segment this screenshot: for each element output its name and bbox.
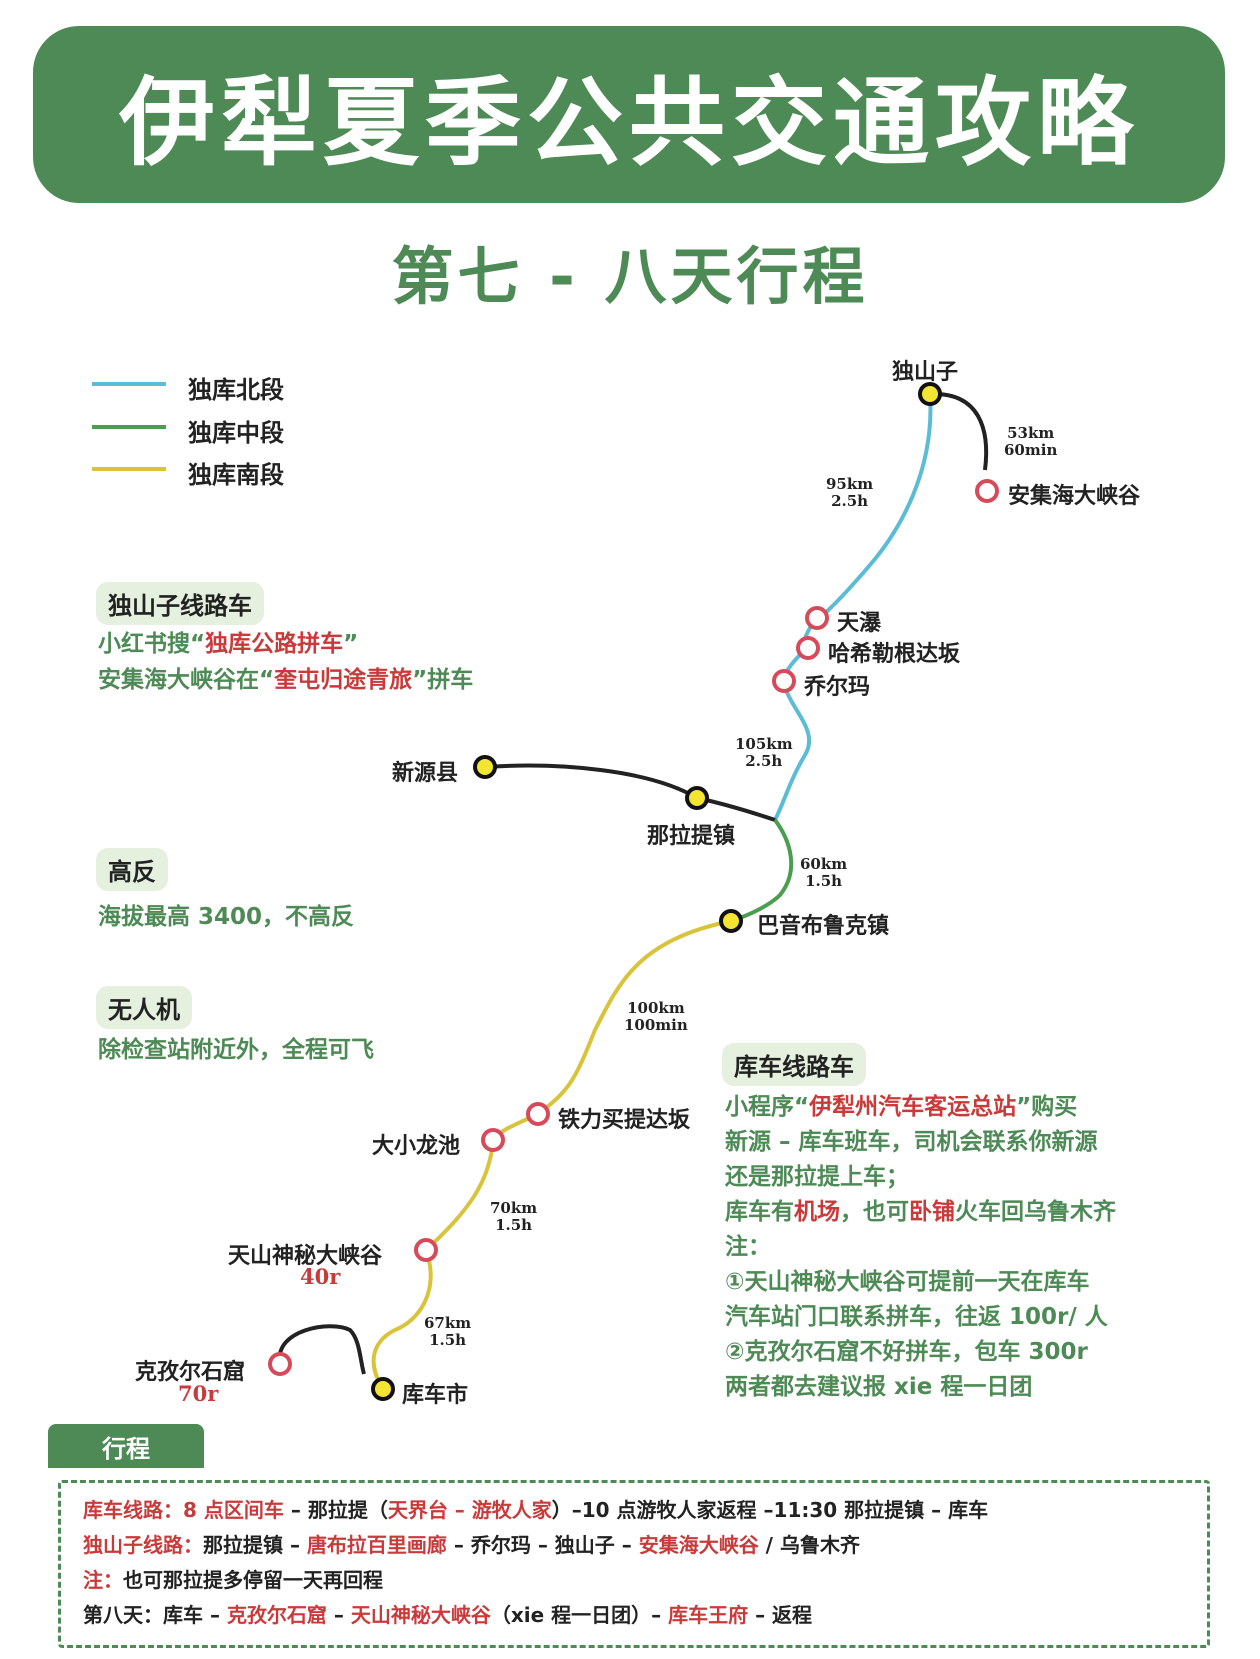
station-label-tianshan: 天山神秘大峡谷 — [228, 1244, 383, 1269]
station-label-tielimaiti: 铁力买提达坂 — [558, 1108, 691, 1133]
station-dot-xinyuan — [473, 755, 497, 779]
station-label-qiaoerma: 乔尔玛 — [804, 675, 871, 700]
itinerary-tab: 行程 — [48, 1424, 204, 1468]
station-label-anjihai: 安集海大峡谷 — [1008, 484, 1141, 509]
station-dot-qiaoerma — [772, 669, 796, 693]
note-drone: 除检查站附近外，全程可飞 — [98, 1037, 374, 1063]
kuche-line-2: 新源 – 库车班车，司机会联系你新源 — [725, 1129, 1098, 1155]
legend-label-south: 独库南段 — [188, 461, 284, 489]
kuche-line-4: 库车有机场，也可卧铺火车回乌鲁木齐 — [725, 1199, 1116, 1225]
price-tianshan: 40r — [300, 1264, 341, 1289]
station-dot-kuche — [371, 1377, 395, 1401]
station-label-kezier: 克孜尔石窟 — [135, 1360, 246, 1385]
station-dot-dushanzi — [918, 382, 942, 406]
itinerary-box: 库车线路：8 点区间车 – 那拉提（天界台 – 游牧人家）–10 点游牧人家返程… — [58, 1480, 1210, 1648]
station-dot-bayinbuluke — [719, 909, 743, 933]
station-dot-tianshan — [414, 1238, 438, 1262]
note-dushanzi-2: 安集海大峡谷在“奎屯归途青旅”拼车 — [98, 667, 474, 693]
title-banner: 伊犁夏季公共交通攻略 — [33, 26, 1225, 203]
station-dot-tianpu — [805, 606, 829, 630]
kuche-line-9: 两者都去建议报 xie 程一日团 — [725, 1374, 1033, 1400]
kuche-line-7: 汽车站门口联系拼车，往返 100r/ 人 — [725, 1304, 1108, 1330]
station-dot-haxi — [796, 636, 820, 660]
station-dot-anjihai — [975, 479, 999, 503]
station-label-daxiaolongchi: 大小龙池 — [372, 1134, 461, 1159]
note-altitude: 海拔最高 3400，不高反 — [98, 904, 355, 930]
kuche-line-8: ②克孜尔石窟不好拼车，包车 300r — [725, 1339, 1088, 1365]
page-subtitle: 第七 - 八天行程 — [391, 240, 869, 313]
itinerary-row-1: 库车线路：8 点区间车 – 那拉提（天界台 – 游牧人家）–10 点游牧人家返程… — [83, 1498, 989, 1522]
itinerary-row-3: 注：也可那拉提多停留一天再回程 — [83, 1568, 383, 1592]
itinerary-row-4: 第八天：库车 – 克孜尔石窟 – 天山神秘大峡谷（xie 程一日团）– 库车王府… — [83, 1603, 813, 1627]
price-kezier: 70r — [178, 1381, 219, 1406]
kuche-line-1: 小程序“伊犁州汽车客运总站”购买 — [725, 1094, 1078, 1120]
station-label-dushanzi: 独山子 — [892, 360, 959, 385]
legend-label-north: 独库北段 — [188, 376, 284, 404]
kuche-line-3: 还是那拉提上车； — [725, 1164, 909, 1190]
route-kezier-branch — [277, 1324, 366, 1375]
tag-dushanzi-line: 独山子线路车 — [96, 582, 264, 625]
station-label-kuche: 库车市 — [402, 1383, 469, 1408]
station-label-haxi: 哈希勒根达坂 — [828, 642, 961, 667]
itinerary-row-2: 独山子线路：那拉提镇 – 唐布拉百里画廊 – 乔尔玛 – 独山子 – 安集海大峡… — [83, 1533, 860, 1557]
route-middle-segment — [730, 818, 794, 923]
station-dot-kezier — [268, 1352, 292, 1376]
route-xinyuan-nalati — [484, 763, 776, 822]
kuche-line-5: 注： — [725, 1234, 771, 1260]
station-dot-nalati — [685, 786, 709, 810]
kuche-info: 小程序“伊犁州汽车客运总站”购买 新源 – 库车班车，司机会联系你新源 还是那拉… — [725, 1090, 1225, 1405]
station-dot-daxiaolongchi — [481, 1128, 505, 1152]
kuche-line-6: ①天山神秘大峡谷可提前一天在库车 — [725, 1269, 1090, 1295]
legend-label-middle: 独库中段 — [188, 419, 284, 447]
station-label-bayinbuluke: 巴音布鲁克镇 — [757, 914, 890, 939]
station-dot-tielimaiti — [526, 1102, 550, 1126]
station-label-tianpu: 天瀑 — [837, 611, 882, 636]
station-label-nalati: 那拉提镇 — [647, 824, 736, 849]
station-label-xinyuan: 新源县 — [392, 761, 459, 786]
tag-kuche-line: 库车线路车 — [722, 1043, 866, 1086]
note-dushanzi-1: 小红书搜“独库公路拼车” — [98, 631, 359, 657]
tag-altitude: 高反 — [96, 848, 168, 891]
route-dushanzi-anjihai — [929, 391, 989, 471]
page-title: 伊犁夏季公共交通攻略 — [119, 67, 1139, 179]
tag-drone: 无人机 — [96, 986, 192, 1029]
